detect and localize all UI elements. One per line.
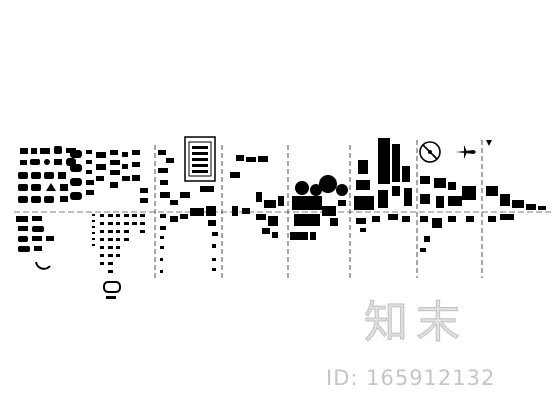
trees-panel	[290, 175, 348, 240]
symbol-legend-panel	[16, 146, 148, 299]
buildings-panel	[354, 138, 412, 232]
watermark-id: ID: 165912132	[326, 366, 496, 390]
sign-panel	[158, 136, 218, 273]
edge-panel	[486, 140, 546, 222]
icons-panel	[419, 141, 476, 252]
column-dividers	[154, 140, 483, 278]
watermark-brand: 知末	[364, 297, 468, 349]
bench-panel	[230, 155, 284, 238]
